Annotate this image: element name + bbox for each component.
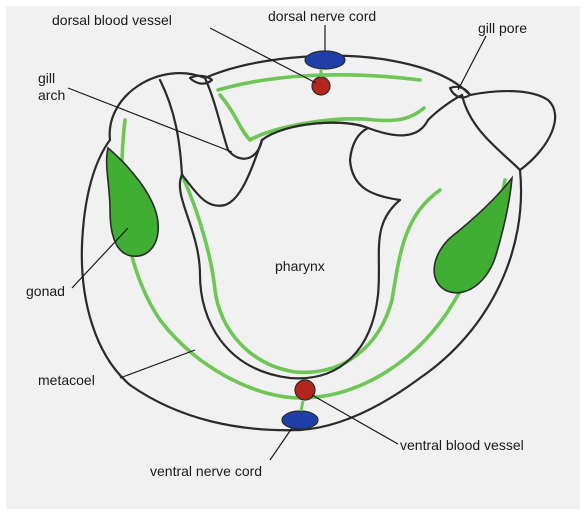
ventral-blood-vessel	[295, 380, 315, 400]
ventral-mesentery	[301, 401, 303, 411]
ventral-nerve-cord	[282, 411, 318, 429]
dorsal-nerve-cord	[305, 51, 345, 69]
label-metacoel: metacoel	[38, 372, 95, 388]
label-pharynx: pharynx	[275, 258, 325, 274]
label-dorsal-nerve-cord: dorsal nerve cord	[268, 8, 376, 24]
label-gill-pore: gill pore	[478, 20, 527, 36]
label-gill-arch-line1: gill	[38, 70, 55, 86]
label-dorsal-blood-vessel: dorsal blood vessel	[52, 12, 172, 28]
label-ventral-nerve-cord: ventral nerve cord	[150, 463, 262, 479]
label-gill-arch-line2: arch	[38, 87, 65, 103]
dorsal-blood-vessel	[312, 77, 330, 95]
label-gonad: gonad	[26, 283, 65, 299]
label-ventral-blood-vessel: ventral blood vessel	[400, 437, 524, 453]
